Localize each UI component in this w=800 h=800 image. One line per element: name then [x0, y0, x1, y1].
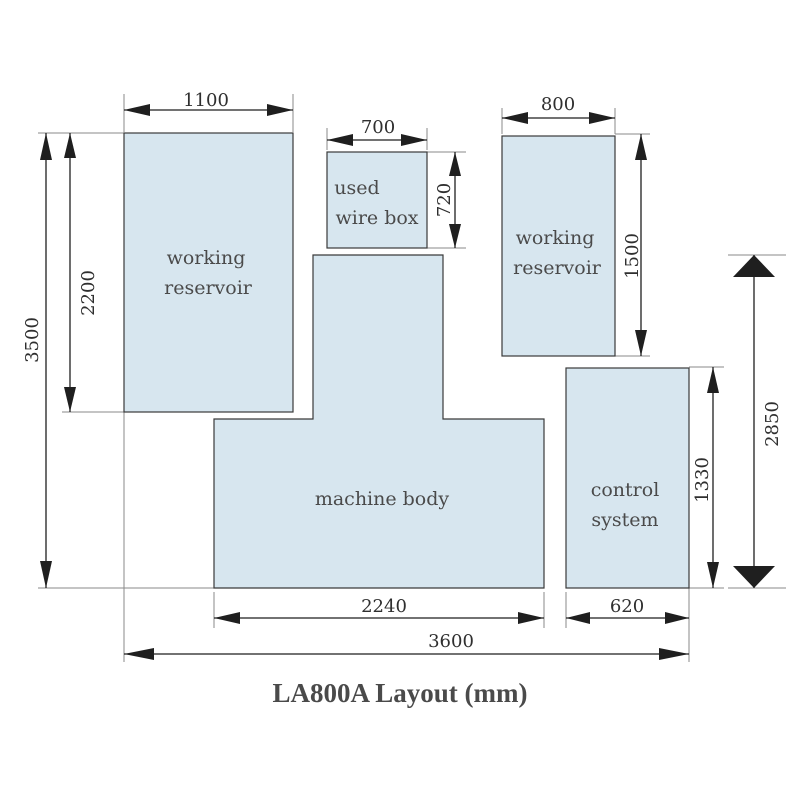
dim-wire-box-width: 700 [327, 117, 427, 146]
dim-text-720: 720 [434, 183, 455, 217]
dim-total-width: 3600 [124, 631, 689, 660]
working-reservoir-left-label-1: working [167, 247, 246, 269]
dim-text-800: 800 [541, 94, 575, 115]
dim-machine-body-width: 2240 [214, 596, 544, 624]
dim-reservoir-left-height: 2200 [64, 133, 99, 412]
dim-total-height: 3500 [22, 133, 52, 588]
dim-control-height: 1330 [692, 367, 719, 588]
dim-reservoir-right-height: 1500 [622, 134, 647, 356]
dim-text-2200: 2200 [78, 270, 99, 316]
diagram-title: LA800A Layout (mm) [273, 678, 528, 708]
extension-lines [38, 94, 786, 662]
dim-text-1500: 1500 [622, 233, 643, 279]
dim-text-3600: 3600 [428, 631, 474, 652]
machine-body-box [213, 254, 545, 589]
control-system-label-1: control [591, 479, 660, 501]
dim-wire-box-height: 720 [434, 152, 461, 248]
dim-reservoir-left-width: 1100 [124, 90, 293, 116]
working-reservoir-right-box [501, 135, 616, 357]
dim-text-3500: 3500 [22, 317, 43, 363]
used-wire-box-label-1: used [334, 177, 379, 199]
control-system-label-2: system [591, 509, 658, 531]
dim-text-2850: 2850 [762, 401, 783, 447]
machine-body-label: machine body [315, 488, 450, 510]
dim-text-1100: 1100 [183, 90, 229, 111]
working-reservoir-right-label-1: working [516, 227, 595, 249]
control-system-box [565, 367, 690, 589]
dim-text-620: 620 [610, 596, 644, 617]
dim-reservoir-right-width: 800 [502, 94, 615, 124]
working-reservoir-left-label-2: reservoir [164, 277, 253, 299]
dim-overall-right-height: 2850 [733, 255, 783, 588]
used-wire-box-box [326, 151, 428, 249]
dim-control-width: 620 [566, 596, 689, 624]
dim-text-700: 700 [361, 117, 395, 138]
dim-text-1330: 1330 [692, 457, 713, 503]
used-wire-box-label-2: wire box [335, 207, 418, 229]
dim-text-2240: 2240 [361, 596, 407, 617]
working-reservoir-right-label-2: reservoir [513, 257, 602, 279]
working-reservoir-left-box [123, 132, 294, 413]
